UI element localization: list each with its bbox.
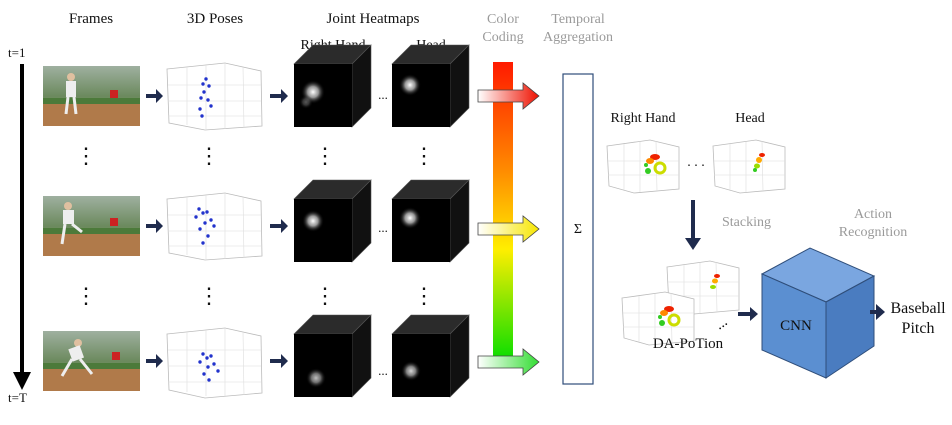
- frame-image-row3: [43, 331, 140, 391]
- heatmap-cube-right-hand-row1: [293, 44, 372, 128]
- ellipsis-row1: ...: [378, 87, 388, 102]
- heatmap-cube-head-row1: [391, 44, 470, 128]
- arrow-pose-to-heatmap-row1: [270, 89, 288, 103]
- header-color-coding-line1: Color: [487, 12, 519, 27]
- arrow-to-output: [870, 304, 885, 320]
- action-recognition-line1: Action: [854, 207, 892, 222]
- output-label-line1: Baseball: [890, 300, 946, 317]
- header-frames: Frames: [69, 11, 113, 27]
- stacking-label: Stacking: [722, 215, 771, 230]
- arrow-frame-to-pose-row1: [146, 89, 163, 103]
- potion-dots: . . .: [687, 155, 705, 170]
- arrow-to-cnn: [738, 307, 758, 321]
- arrow-frame-to-pose-row2: [146, 219, 163, 233]
- stacked-map-front: [621, 291, 695, 346]
- arrow-frame-to-pose-row3: [146, 354, 163, 368]
- header-joint-heatmaps: Joint Heatmaps: [327, 11, 420, 27]
- ellipsis-row3: ...: [378, 363, 388, 378]
- potion-label-head: Head: [735, 111, 765, 126]
- temporal-aggregation-box: [562, 73, 594, 385]
- vdots-frames-2: ⋮: [75, 283, 97, 308]
- cnn-block: [760, 247, 876, 379]
- arrow-pose-to-heatmap-row2: [270, 219, 288, 233]
- heatmap-cube-right-hand-row2: [293, 179, 372, 263]
- potion-label-right-hand: Right Hand: [611, 111, 676, 126]
- cnn-label: CNN: [780, 318, 812, 334]
- stacking-arrow: [685, 200, 701, 250]
- header-color-coding-line2: Coding: [482, 30, 523, 45]
- potion-map-right-hand: [606, 139, 680, 194]
- header-3d-poses: 3D Poses: [187, 11, 243, 27]
- stacked-ellipsis: ...: [712, 314, 730, 334]
- heatmap-cube-head-row2: [391, 179, 470, 263]
- ellipsis-row2: ...: [378, 220, 388, 235]
- vdots-poses-2: ⋮: [198, 283, 220, 308]
- header-temporal-line1: Temporal: [551, 12, 605, 27]
- frame-image-row2: [43, 196, 140, 256]
- color-arrow-red: [477, 82, 540, 110]
- color-coding-bar: [493, 62, 513, 364]
- vdots-heatmap-head-2: ⋮: [413, 283, 435, 308]
- vdots-heatmap-head-1: ⋮: [413, 143, 435, 168]
- action-recognition-line2: Recognition: [839, 225, 907, 240]
- output-label-line2: Pitch: [902, 320, 935, 337]
- arrow-pose-to-heatmap-row3: [270, 354, 288, 368]
- header-temporal-line2: Aggregation: [543, 30, 613, 45]
- time-end-label: t=T: [8, 390, 27, 405]
- vdots-heatmap-rh-1: ⋮: [314, 143, 336, 168]
- pose-plot-row1: [166, 62, 263, 131]
- color-arrow-yellow: [477, 215, 540, 243]
- vdots-heatmap-rh-2: ⋮: [314, 283, 336, 308]
- heatmap-cube-right-hand-row3: [293, 314, 372, 398]
- pose-plot-row2: [166, 192, 263, 261]
- sum-symbol: Σ: [574, 222, 582, 237]
- time-start-label: t=1: [8, 45, 25, 60]
- vdots-frames-1: ⋮: [75, 143, 97, 168]
- time-axis-arrow: [13, 64, 31, 390]
- potion-map-head: [712, 139, 786, 194]
- heatmap-cube-head-row3: [391, 314, 470, 398]
- color-arrow-green: [477, 348, 540, 376]
- vdots-poses-1: ⋮: [198, 143, 220, 168]
- dapotion-label: DA-PoTion: [653, 336, 724, 352]
- pose-plot-row3: [166, 327, 263, 399]
- frame-image-row1: [43, 66, 140, 126]
